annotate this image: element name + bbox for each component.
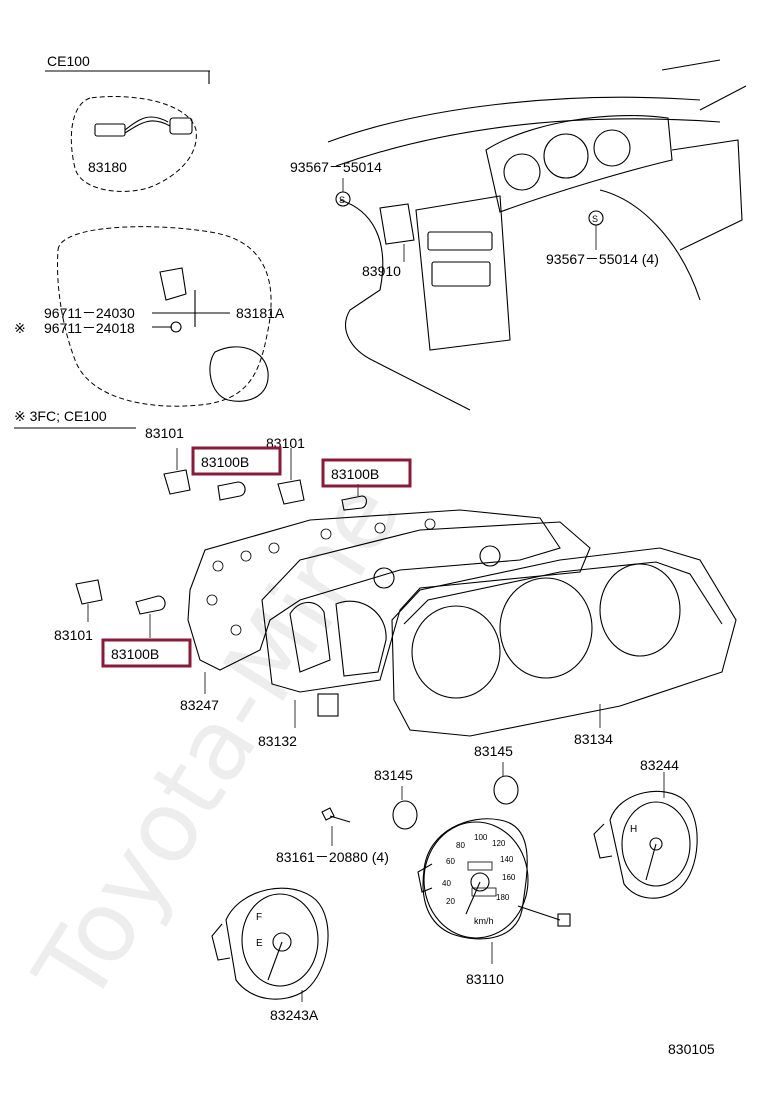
temp-gauge-83244 — [593, 772, 698, 899]
highlight-83100b-2 — [321, 458, 412, 488]
speed-tick-140: 140 — [500, 855, 514, 864]
svg-text:S: S — [339, 195, 345, 205]
meter-glass-83134 — [391, 547, 737, 737]
ce100-header: CE100 — [47, 53, 90, 69]
speed-tick-60: 60 — [446, 857, 455, 866]
note-3fc-ce100: ※ 3FC; CE100 — [14, 408, 107, 424]
part-83910: 83910 — [362, 263, 401, 279]
bulb-socket-center-top-icon — [277, 448, 305, 505]
bolt-93567-55014: 93567－55014 — [290, 159, 382, 175]
temp-gauge-h: H — [630, 824, 637, 835]
speed-tick-20: 20 — [446, 897, 455, 906]
part-96711-24030: 96711－24030 — [44, 305, 135, 321]
knob-83145-right-icon — [493, 762, 519, 805]
part-83101-c: 83101 — [54, 627, 93, 643]
fuel-gauge-83243a — [211, 887, 329, 1002]
part-83100b-3: 83100B — [111, 646, 159, 662]
speed-sensor-83180-icon — [94, 116, 193, 137]
speed-tick-40: 40 — [442, 879, 451, 888]
speed-tick-120: 120 — [492, 839, 506, 848]
printed-circuit-83247 — [187, 509, 561, 694]
part-83181a: 83181A — [236, 305, 285, 321]
diagram-code: 830105 — [668, 1041, 715, 1057]
bulb-socket-left-icon — [75, 579, 103, 622]
part-83132: 83132 — [258, 733, 297, 749]
screw-83161-icon — [321, 807, 351, 846]
speed-tick-100: 100 — [474, 833, 488, 842]
part-83100b-2: 83100B — [331, 466, 379, 482]
dashboard-outline: S S — [327, 59, 747, 411]
fuel-gauge-e: E — [256, 938, 263, 949]
bulb-socket-left-top-icon — [163, 448, 191, 495]
part-83100b-1: 83100B — [201, 454, 249, 470]
part-83145-left: 83145 — [374, 767, 413, 783]
speed-tick-180: 180 — [496, 893, 510, 902]
svg-text:S: S — [592, 214, 598, 224]
bolt-93567-55014-qty4: 93567－55014 (4) — [546, 251, 659, 267]
speed-tick-80: 80 — [456, 841, 465, 850]
highlight-83100b-3 — [101, 638, 192, 668]
transmission-sensor-group — [57, 226, 272, 407]
part-83145-right: 83145 — [474, 743, 513, 759]
fuel-gauge-f: F — [256, 912, 262, 923]
part-83247: 83247 — [180, 697, 219, 713]
note-mark: ※ — [14, 320, 26, 336]
speed-tick-160: 160 — [502, 873, 516, 882]
ce100-sensor-group — [45, 70, 210, 192]
part-83244: 83244 — [640, 757, 679, 773]
meter-case-83132 — [261, 521, 591, 728]
part-96711-24018: 96711－24018 — [44, 320, 135, 336]
part-83180: 83180 — [88, 159, 127, 175]
bulb-top-left-icon — [217, 481, 246, 501]
part-83101-a: 83101 — [145, 425, 184, 441]
speedometer-83110 — [417, 818, 571, 964]
knob-83145-left-icon — [392, 786, 418, 830]
part-83243a: 83243A — [270, 1007, 319, 1023]
speedometer-unit: km/h — [474, 916, 494, 926]
highlight-83100b-1 — [191, 446, 282, 476]
bulb-left-icon — [135, 595, 166, 638]
part-83134: 83134 — [574, 731, 613, 747]
part-83110: 83110 — [466, 971, 504, 987]
part-83161-20880: 83161－20880 (4) — [276, 849, 389, 865]
